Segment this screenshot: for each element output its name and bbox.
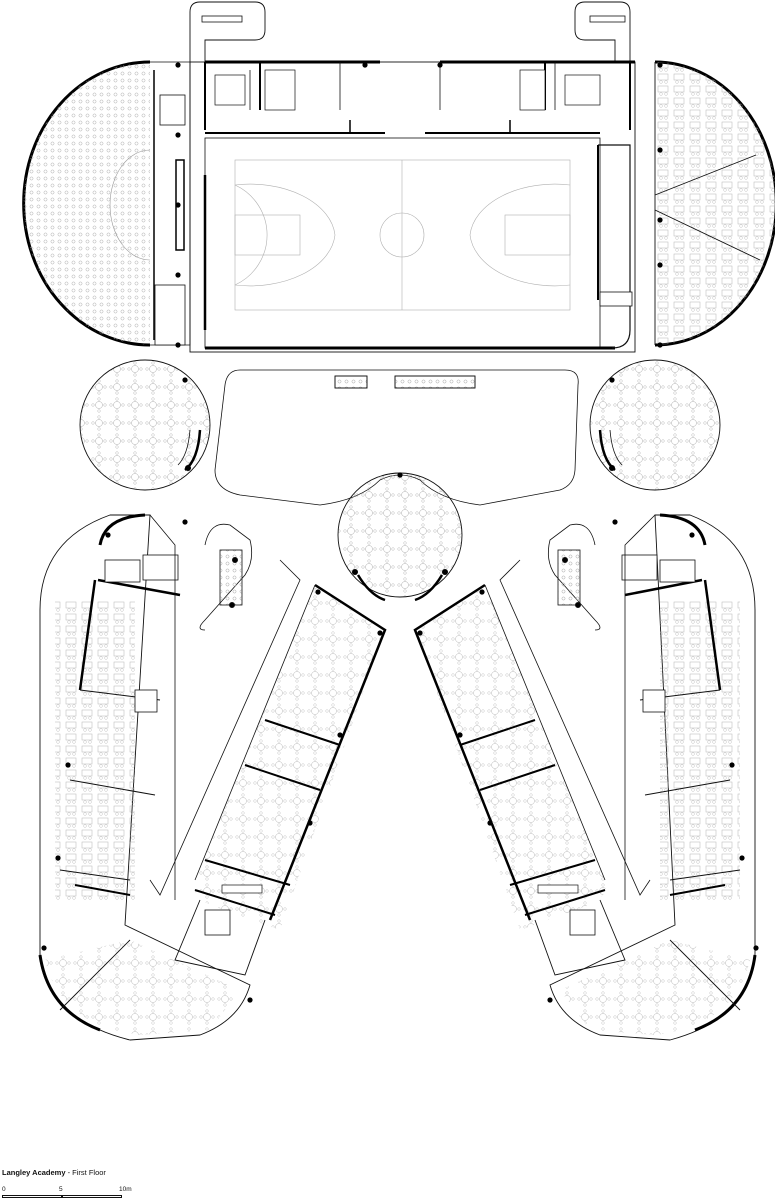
central-pod <box>337 472 463 602</box>
sports-block <box>189 60 636 353</box>
right-inner-wing <box>413 583 626 1003</box>
left-outer-wing <box>38 513 251 1041</box>
right-pod <box>589 359 721 491</box>
scale-segment <box>62 1195 122 1198</box>
scale-label-10: 10m <box>119 1186 132 1193</box>
title-separator: - <box>65 1168 73 1177</box>
project-name: Langley Academy <box>2 1168 66 1177</box>
left-inner-wing <box>174 583 387 1003</box>
left-corridor <box>149 514 301 900</box>
floor-name: First Floor <box>72 1168 106 1177</box>
scale-label-5: 5 <box>59 1186 63 1193</box>
scale-bar <box>2 1195 138 1198</box>
drawing-title: Langley Academy - First Floor <box>2 1168 106 1177</box>
right-outer-wing <box>549 513 759 1041</box>
right-corridor <box>499 514 656 900</box>
scale-labels: 0 5 10m <box>2 1186 202 1196</box>
atrium <box>214 369 579 506</box>
columns <box>175 62 663 478</box>
left-pod <box>79 359 211 491</box>
stair-towers <box>189 1 631 62</box>
scale-label-0: 0 <box>2 1186 6 1193</box>
scale-segment <box>2 1195 62 1198</box>
auditorium <box>22 60 191 347</box>
wedge-classrooms <box>654 60 775 347</box>
